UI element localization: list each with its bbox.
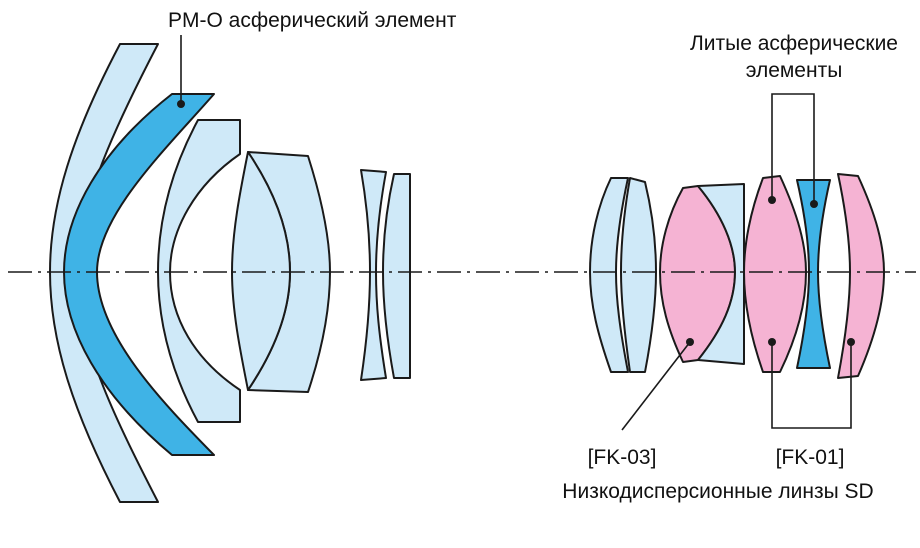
pmo-leader-dot: [177, 100, 185, 108]
fk01-molded-aspheric-lens: [743, 175, 807, 373]
fk03-leader-dot: [686, 338, 694, 346]
molded-aspheric-bracket: [771, 93, 815, 202]
lens-element-10: [697, 183, 745, 365]
molded-aspheric-dot-2: [810, 200, 818, 208]
fk01-dot-2: [847, 338, 855, 346]
fk01-bracket: [771, 344, 852, 429]
fk01-label: [FK-01]: [776, 446, 845, 469]
lens-element-3: [157, 119, 241, 423]
lens-element-4-cemented: [231, 151, 291, 391]
lens-element-8: [620, 177, 657, 373]
lens-element-7: [589, 177, 629, 373]
molded-aspheric-element: [796, 179, 831, 369]
lens-element-6: [382, 173, 411, 379]
fk01-dot-1: [768, 338, 776, 346]
fk01-rear-lens: [837, 173, 885, 379]
fk03-label: [FK-03]: [588, 446, 657, 469]
pmo-aspheric-label: PM-O асферический элемент: [168, 9, 457, 32]
lens-element-5: [360, 169, 387, 381]
molded-aspheric-label-line2: элементы: [746, 59, 843, 82]
fk03-leader-line: [621, 341, 691, 431]
pmo-aspheric-element: [63, 93, 215, 456]
molded-aspheric-dot-1: [768, 196, 776, 204]
sd-lenses-label: Низкодисперсионные линзы SD: [562, 480, 873, 503]
molded-aspheric-label-line1: Литые асферические: [690, 32, 898, 55]
